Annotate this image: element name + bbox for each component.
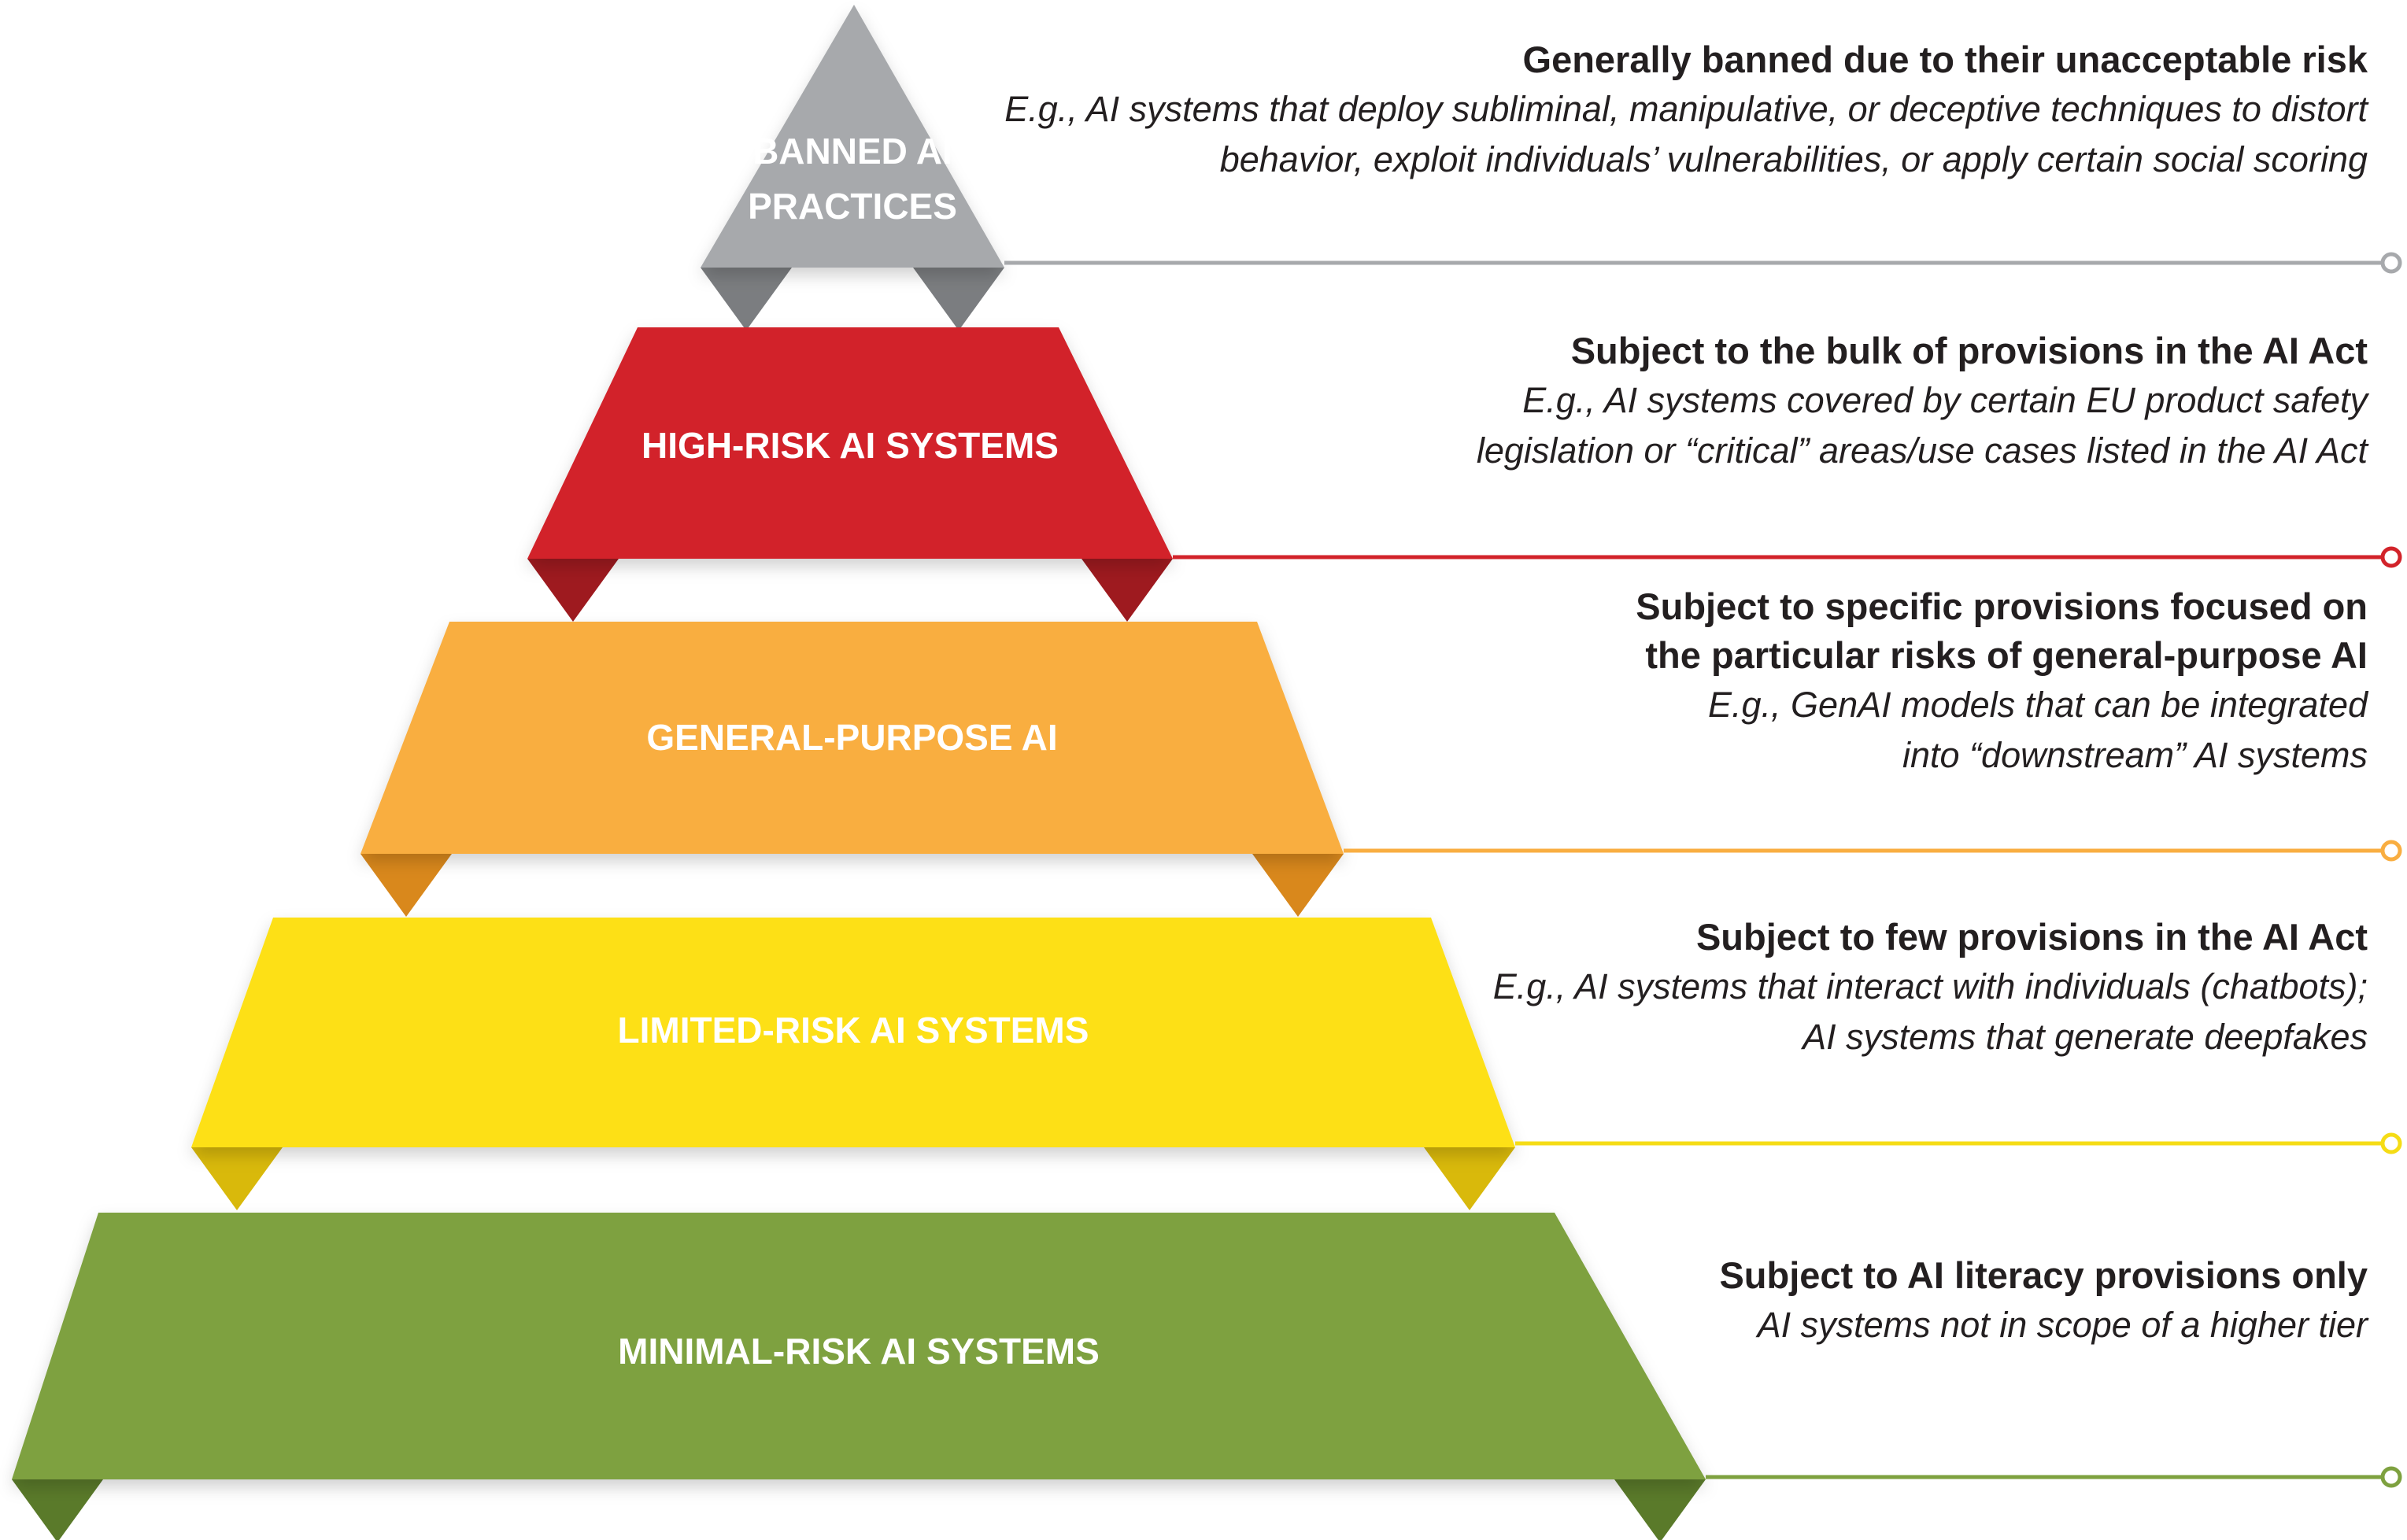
tier-gpai-band (360, 622, 1344, 854)
tier-banned-left-fold (701, 268, 792, 331)
tier-gpai-description-title: the particular risks of general-purpose … (1645, 634, 2368, 676)
tier-high-band (527, 327, 1173, 559)
tier-banned-label: BANNED AI (752, 131, 952, 172)
tier-banned-description-title: Generally banned due to their unacceptab… (1522, 39, 2368, 80)
tier-gpai-description-example: E.g., GenAI models that can be integrate… (1707, 685, 2368, 725)
tier-banned-description: Generally banned due to their unacceptab… (1004, 35, 2368, 185)
tier-limited-label: LIMITED-RISK AI SYSTEMS (618, 1010, 1089, 1051)
tier-high-left-fold (527, 559, 619, 622)
tier-banned-description-example: behavior, exploit individuals’ vulnerabi… (1219, 139, 2368, 179)
tier-limited-description-example: E.g., AI systems that interact with indi… (1492, 966, 2368, 1006)
tier-high-description: Subject to the bulk of provisions in the… (1477, 327, 2368, 476)
tier-minimal-description-title: Subject to AI literacy provisions only (1719, 1254, 2368, 1296)
tier-high-label: HIGH-RISK AI SYSTEMS (641, 425, 1059, 466)
tier-minimal-left-fold (12, 1479, 103, 1540)
tier-limited-right-fold (1424, 1147, 1515, 1210)
tier-gpai-description: Subject to specific provisions focused o… (1636, 582, 2368, 781)
tier-minimal-label: MINIMAL-RISK AI SYSTEMS (618, 1331, 1100, 1372)
tier-banned-band (701, 5, 1004, 268)
tier-minimal-connector-dot (2380, 1466, 2402, 1488)
tier-gpai-right-fold (1252, 854, 1344, 917)
tier-banned-right-fold (913, 268, 1004, 331)
tier-gpai-label: GENERAL-PURPOSE AI (646, 717, 1057, 758)
tier-limited-band (191, 918, 1515, 1147)
tier-banned-label: PRACTICES (748, 186, 957, 227)
tier-high: HIGH-RISK AI SYSTEMS (527, 327, 2402, 622)
tier-high-description-title: Subject to the bulk of provisions in the… (1570, 330, 2368, 371)
tier-minimal-description-example: AI systems not in scope of a higher tier (1757, 1305, 2368, 1345)
tier-minimal-band (12, 1213, 1706, 1479)
tier-minimal-right-fold (1614, 1479, 1706, 1540)
tier-limited-connector-dot (2380, 1132, 2402, 1154)
tier-high-right-fold (1081, 559, 1173, 622)
tier-gpai-description-title: Subject to specific provisions focused o… (1636, 585, 2368, 627)
tier-limited-left-fold (191, 1147, 283, 1210)
tier-gpai-description-example: into “downstream” AI systems (1902, 735, 2368, 775)
tier-limited-description-title: Subject to few provisions in the AI Act (1695, 916, 2368, 958)
tier-banned-connector-dot (2380, 252, 2402, 274)
tier-high-connector-dot (2380, 546, 2402, 568)
tier-limited: LIMITED-RISK AI SYSTEMS (191, 918, 2402, 1210)
tier-minimal: MINIMAL-RISK AI SYSTEMS (12, 1213, 2402, 1540)
tier-banned: BANNED AI PRACTICES (701, 5, 2402, 331)
tier-limited-description-example: AI systems that generate deepfakes (1802, 1017, 2368, 1057)
tier-gpai-left-fold (360, 854, 452, 917)
tier-high-description-example: legislation or “critical” areas/use case… (1476, 430, 2368, 471)
tier-high-description-example: E.g., AI systems covered by certain EU p… (1522, 380, 2368, 420)
tier-gpai: GENERAL-PURPOSE AI (360, 622, 2402, 917)
tier-banned-description-example: E.g., AI systems that deploy subliminal,… (1004, 89, 2368, 129)
tier-gpai-connector-dot (2380, 840, 2402, 862)
